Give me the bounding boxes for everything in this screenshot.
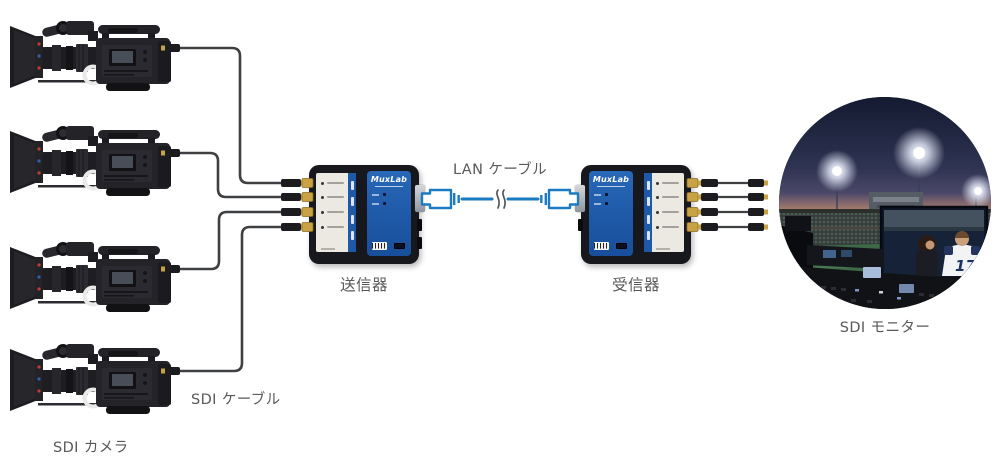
usb-port — [394, 242, 405, 249]
bnc-plug — [281, 222, 314, 232]
monitor-label: SDI モニター — [839, 320, 931, 336]
sdi-cable-4 — [176, 225, 283, 373]
usb-port — [616, 242, 627, 249]
led-label — [372, 203, 379, 205]
stadium-video-screen: 17 — [879, 205, 989, 281]
transmitter-device: MuxLab — [309, 165, 425, 264]
patch-cable-connectors — [686, 178, 768, 232]
power-led — [383, 193, 386, 196]
port-label-row — [656, 210, 682, 214]
sdi-cable-3 — [176, 210, 283, 271]
transmitter-input-connectors — [281, 178, 314, 232]
panel-fine-print — [656, 248, 670, 250]
bnc-plug — [161, 265, 180, 273]
receiver-device: MuxLab — [575, 165, 691, 264]
transmitter-label: 送信器 — [340, 276, 388, 294]
port-label-row — [321, 181, 347, 185]
port-label-row — [656, 181, 682, 185]
port-label-row — [321, 210, 347, 214]
logo-tagline — [597, 186, 625, 187]
port-label-row — [321, 225, 347, 229]
barcode-label — [594, 242, 609, 250]
link-led — [383, 202, 386, 205]
led-label — [372, 194, 379, 196]
model-name-strip — [644, 173, 652, 252]
bnc-plug — [281, 178, 314, 188]
model-name-strip — [348, 173, 356, 252]
sdi-cable-2 — [176, 151, 283, 199]
side-port — [417, 237, 422, 249]
cameras-label: SDI カメラ — [53, 440, 129, 456]
bnc-plug — [281, 207, 314, 217]
interviewer-figure — [916, 235, 938, 277]
rj45-port — [415, 185, 425, 212]
receiver-output-patch-cables — [686, 178, 768, 232]
sdi-cable-1 — [176, 46, 283, 185]
camera-plugs — [161, 44, 180, 375]
sdi-cable-label: SDI ケーブル — [191, 392, 281, 408]
lan-cable-label: LAN ケーブル — [452, 162, 548, 178]
lan-cable — [420, 188, 580, 210]
receiver-front-panel: MuxLab — [589, 171, 633, 256]
receiver-port-label-panel — [644, 173, 684, 252]
led-label — [594, 203, 601, 205]
sdi-cables — [176, 46, 283, 373]
bnc-plug — [161, 44, 180, 52]
bnc-plug — [161, 367, 180, 375]
port-label-row — [656, 195, 682, 199]
bnc-plug — [281, 192, 314, 202]
muxlab-logo: MuxLab — [592, 175, 630, 184]
panel-fine-print — [321, 248, 335, 250]
side-port — [417, 219, 422, 231]
led-label — [594, 194, 601, 196]
port-label-row — [656, 225, 682, 229]
transmitter-front-panel: MuxLab — [367, 171, 411, 256]
side-port — [578, 219, 583, 231]
muxlab-logo: MuxLab — [370, 175, 408, 184]
logo-tagline — [375, 186, 403, 187]
rj45-port — [575, 185, 585, 212]
cable-break-icon — [496, 189, 506, 209]
transmitter-port-label-panel — [316, 173, 356, 252]
bnc-plug — [161, 149, 180, 157]
rj45-plug-icon — [420, 188, 580, 210]
port-label-row — [321, 195, 347, 199]
link-led — [605, 202, 608, 205]
barcode-label — [372, 242, 387, 250]
power-led — [605, 193, 608, 196]
receiver-label: 受信器 — [612, 276, 660, 294]
